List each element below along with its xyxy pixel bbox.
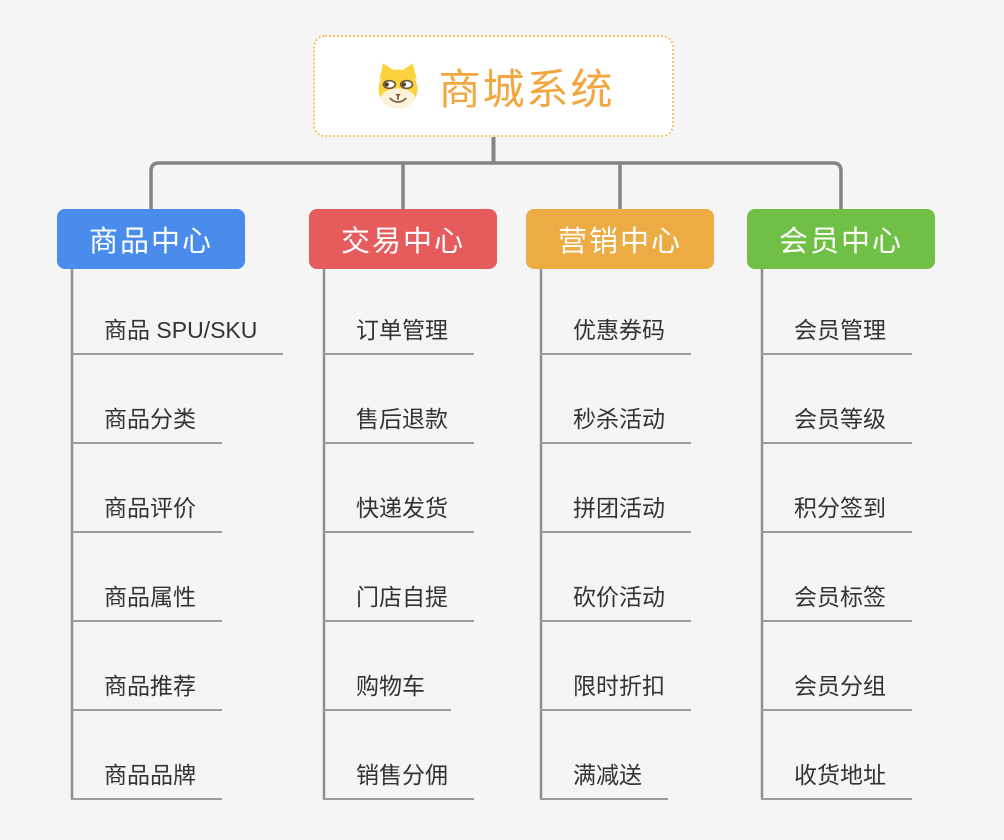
leaf-node[interactable]: 会员标签 <box>761 579 912 622</box>
leaf-node[interactable]: 会员等级 <box>761 401 912 444</box>
branch-label: 商品中心 <box>88 226 213 258</box>
branch-node-marketing-center[interactable]: 营销中心 <box>526 209 714 269</box>
leaf-node[interactable]: 售后退款 <box>323 401 474 444</box>
branch-label: 交易中心 <box>340 226 465 258</box>
leaf-node[interactable]: 限时折扣 <box>540 668 691 711</box>
leaf-node[interactable]: 订单管理 <box>323 312 474 355</box>
leaf-node[interactable]: 积分签到 <box>761 490 912 533</box>
leaf-node[interactable]: 砍价活动 <box>540 579 691 622</box>
leaf-node[interactable]: 商品推荐 <box>71 668 222 711</box>
leaf-node[interactable]: 商品分类 <box>71 401 222 444</box>
leaf-node[interactable]: 满减送 <box>540 757 668 800</box>
branch-node-trade-center[interactable]: 交易中心 <box>309 209 497 269</box>
branch-label: 会员中心 <box>778 226 903 258</box>
leaf-node[interactable]: 商品 SPU/SKU <box>71 312 284 355</box>
branch-node-member-center[interactable]: 会员中心 <box>747 209 935 269</box>
leaf-node[interactable]: 商品评价 <box>71 490 222 533</box>
leaf-node[interactable]: 优惠券码 <box>540 312 691 355</box>
root-node-mall-system[interactable]: 商城系统 <box>313 35 674 137</box>
branch-node-product-center[interactable]: 商品中心 <box>57 209 245 269</box>
leaf-node[interactable]: 拼团活动 <box>540 490 691 533</box>
leaf-node[interactable]: 会员分组 <box>761 668 912 711</box>
leaf-node[interactable]: 门店自提 <box>323 579 474 622</box>
root-title: 商城系统 <box>438 65 615 113</box>
leaf-node[interactable]: 收货地址 <box>761 757 912 800</box>
leaf-node[interactable]: 商品属性 <box>71 579 222 622</box>
leaf-node[interactable]: 快递发货 <box>323 490 474 533</box>
branch-label: 营销中心 <box>557 226 682 258</box>
leaf-node[interactable]: 销售分佣 <box>323 757 474 800</box>
doge-face-icon <box>378 63 419 109</box>
leaf-node[interactable]: 购物车 <box>323 668 451 711</box>
leaf-node[interactable]: 商品品牌 <box>71 757 222 800</box>
leaf-node[interactable]: 会员管理 <box>761 312 912 355</box>
leaf-node[interactable]: 秒杀活动 <box>540 401 691 444</box>
